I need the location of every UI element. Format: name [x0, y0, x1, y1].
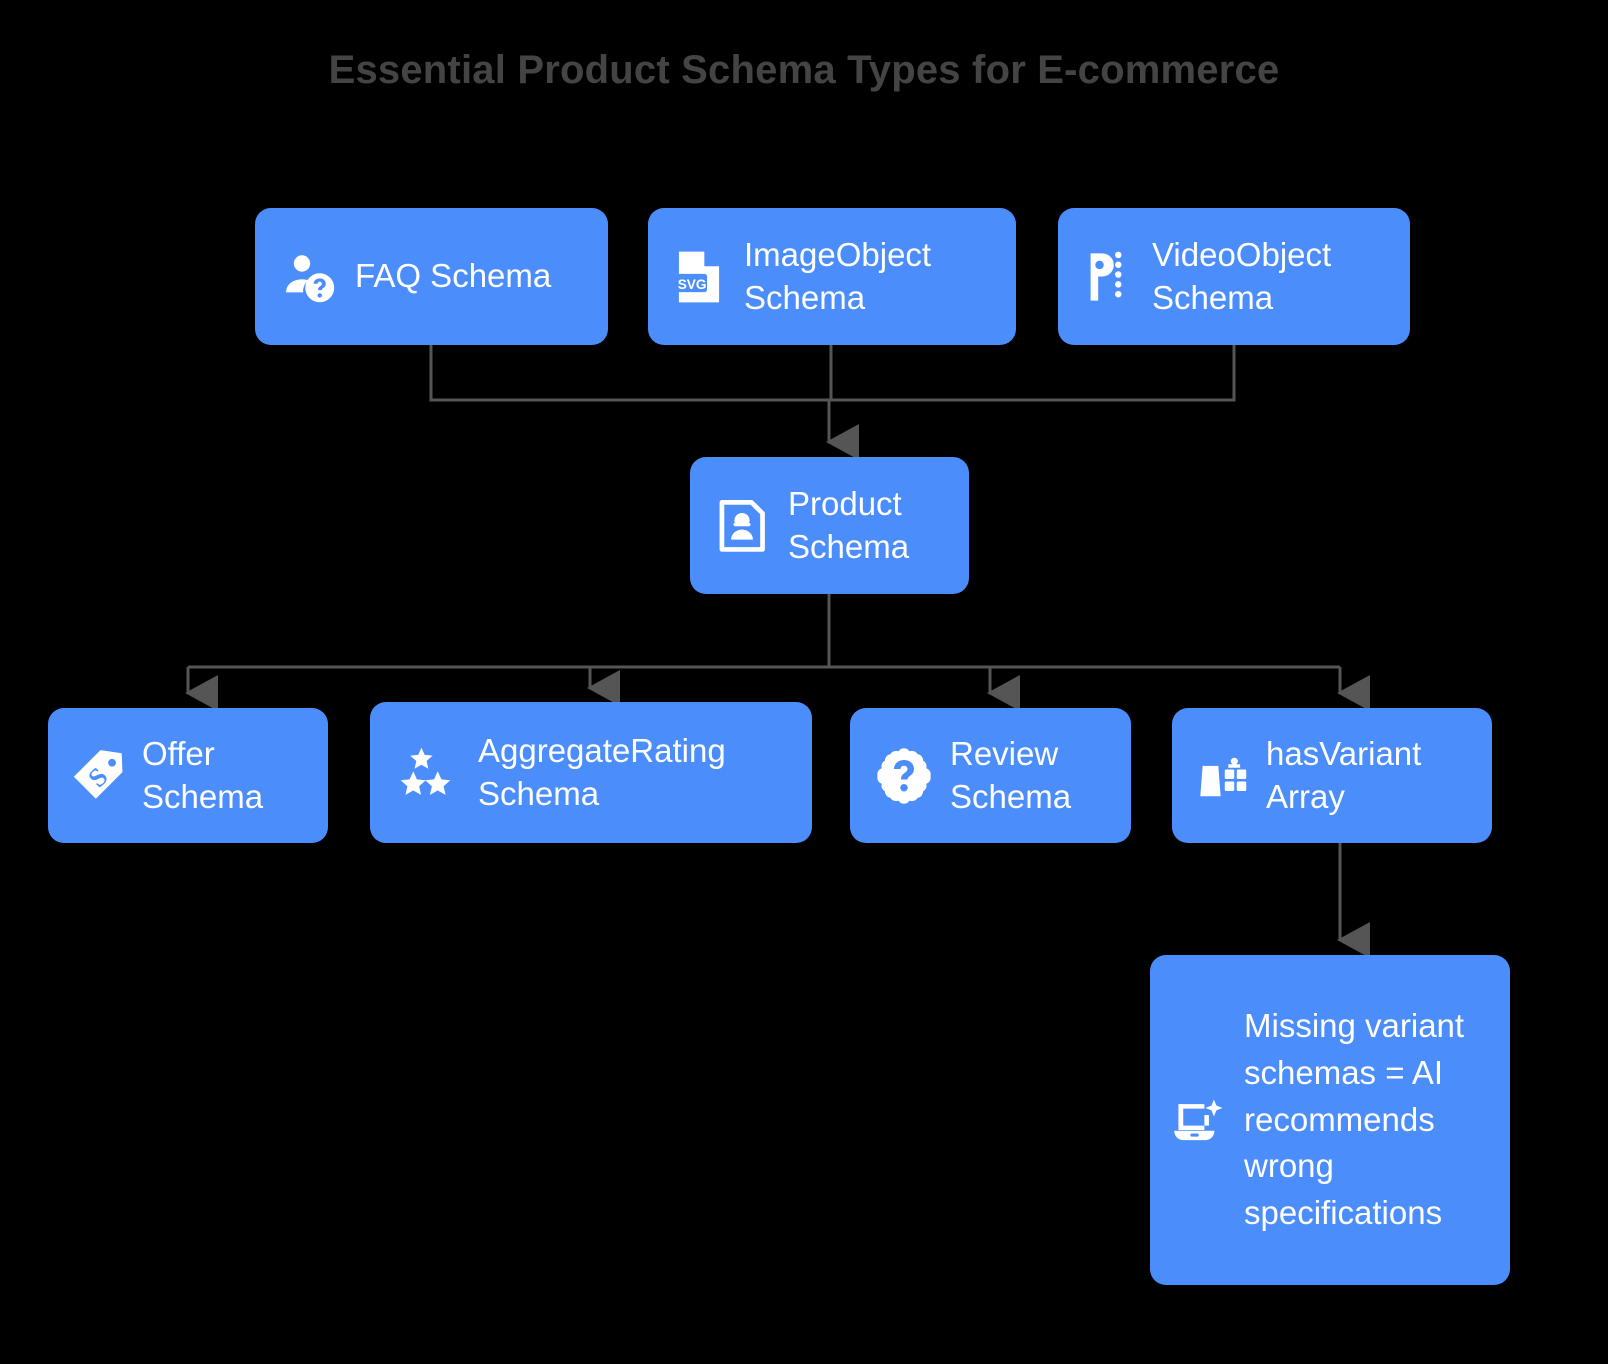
node-warning-missing-variant[interactable]: Missing variant schemas = AI recommends … [1150, 955, 1510, 1285]
person-question-icon [281, 249, 337, 305]
product-id-card-icon [714, 497, 770, 555]
node-product-schema[interactable]: Product Schema [690, 457, 969, 594]
node-faq-schema[interactable]: FAQ Schema [255, 208, 608, 345]
page-title: Essential Product Schema Types for E-com… [328, 48, 1280, 92]
node-label: hasVariant Array [1266, 735, 1422, 815]
laptop-sparkle-icon [1168, 1092, 1230, 1148]
node-label: Missing variant schemas = AI recommends … [1244, 1006, 1465, 1232]
node-videoobject-schema[interactable]: VideoObject Schema [1058, 208, 1410, 345]
price-tag-dollar-icon: S [70, 747, 128, 805]
node-label: ImageObject Schema [744, 236, 932, 316]
node-label: AggregateRating Schema [478, 732, 726, 812]
node-label: Review Schema [950, 735, 1072, 815]
node-hasvariant-array[interactable]: hasVariant Array [1172, 708, 1492, 843]
edge-top-bus [429, 345, 1236, 402]
svg-text:SVG: SVG [678, 276, 707, 291]
node-label: FAQ Schema [355, 257, 552, 295]
badge-question-icon [874, 746, 934, 806]
node-label: VideoObject Schema [1152, 236, 1332, 316]
bag-gift-icon [1192, 747, 1252, 805]
node-offer-schema[interactable]: S Offer Schema [48, 708, 328, 843]
node-label: Offer Schema [142, 735, 264, 815]
svg-file-icon: SVG [672, 248, 726, 306]
node-label: Product Schema [788, 485, 910, 565]
node-imageobject-schema[interactable]: SVG ImageObject Schema [648, 208, 1016, 345]
node-review-schema[interactable]: Review Schema [850, 708, 1131, 843]
three-stars-icon [398, 745, 460, 801]
node-aggregaterating-schema[interactable]: AggregateRating Schema [370, 702, 812, 843]
video-pin-icon [1082, 248, 1134, 306]
